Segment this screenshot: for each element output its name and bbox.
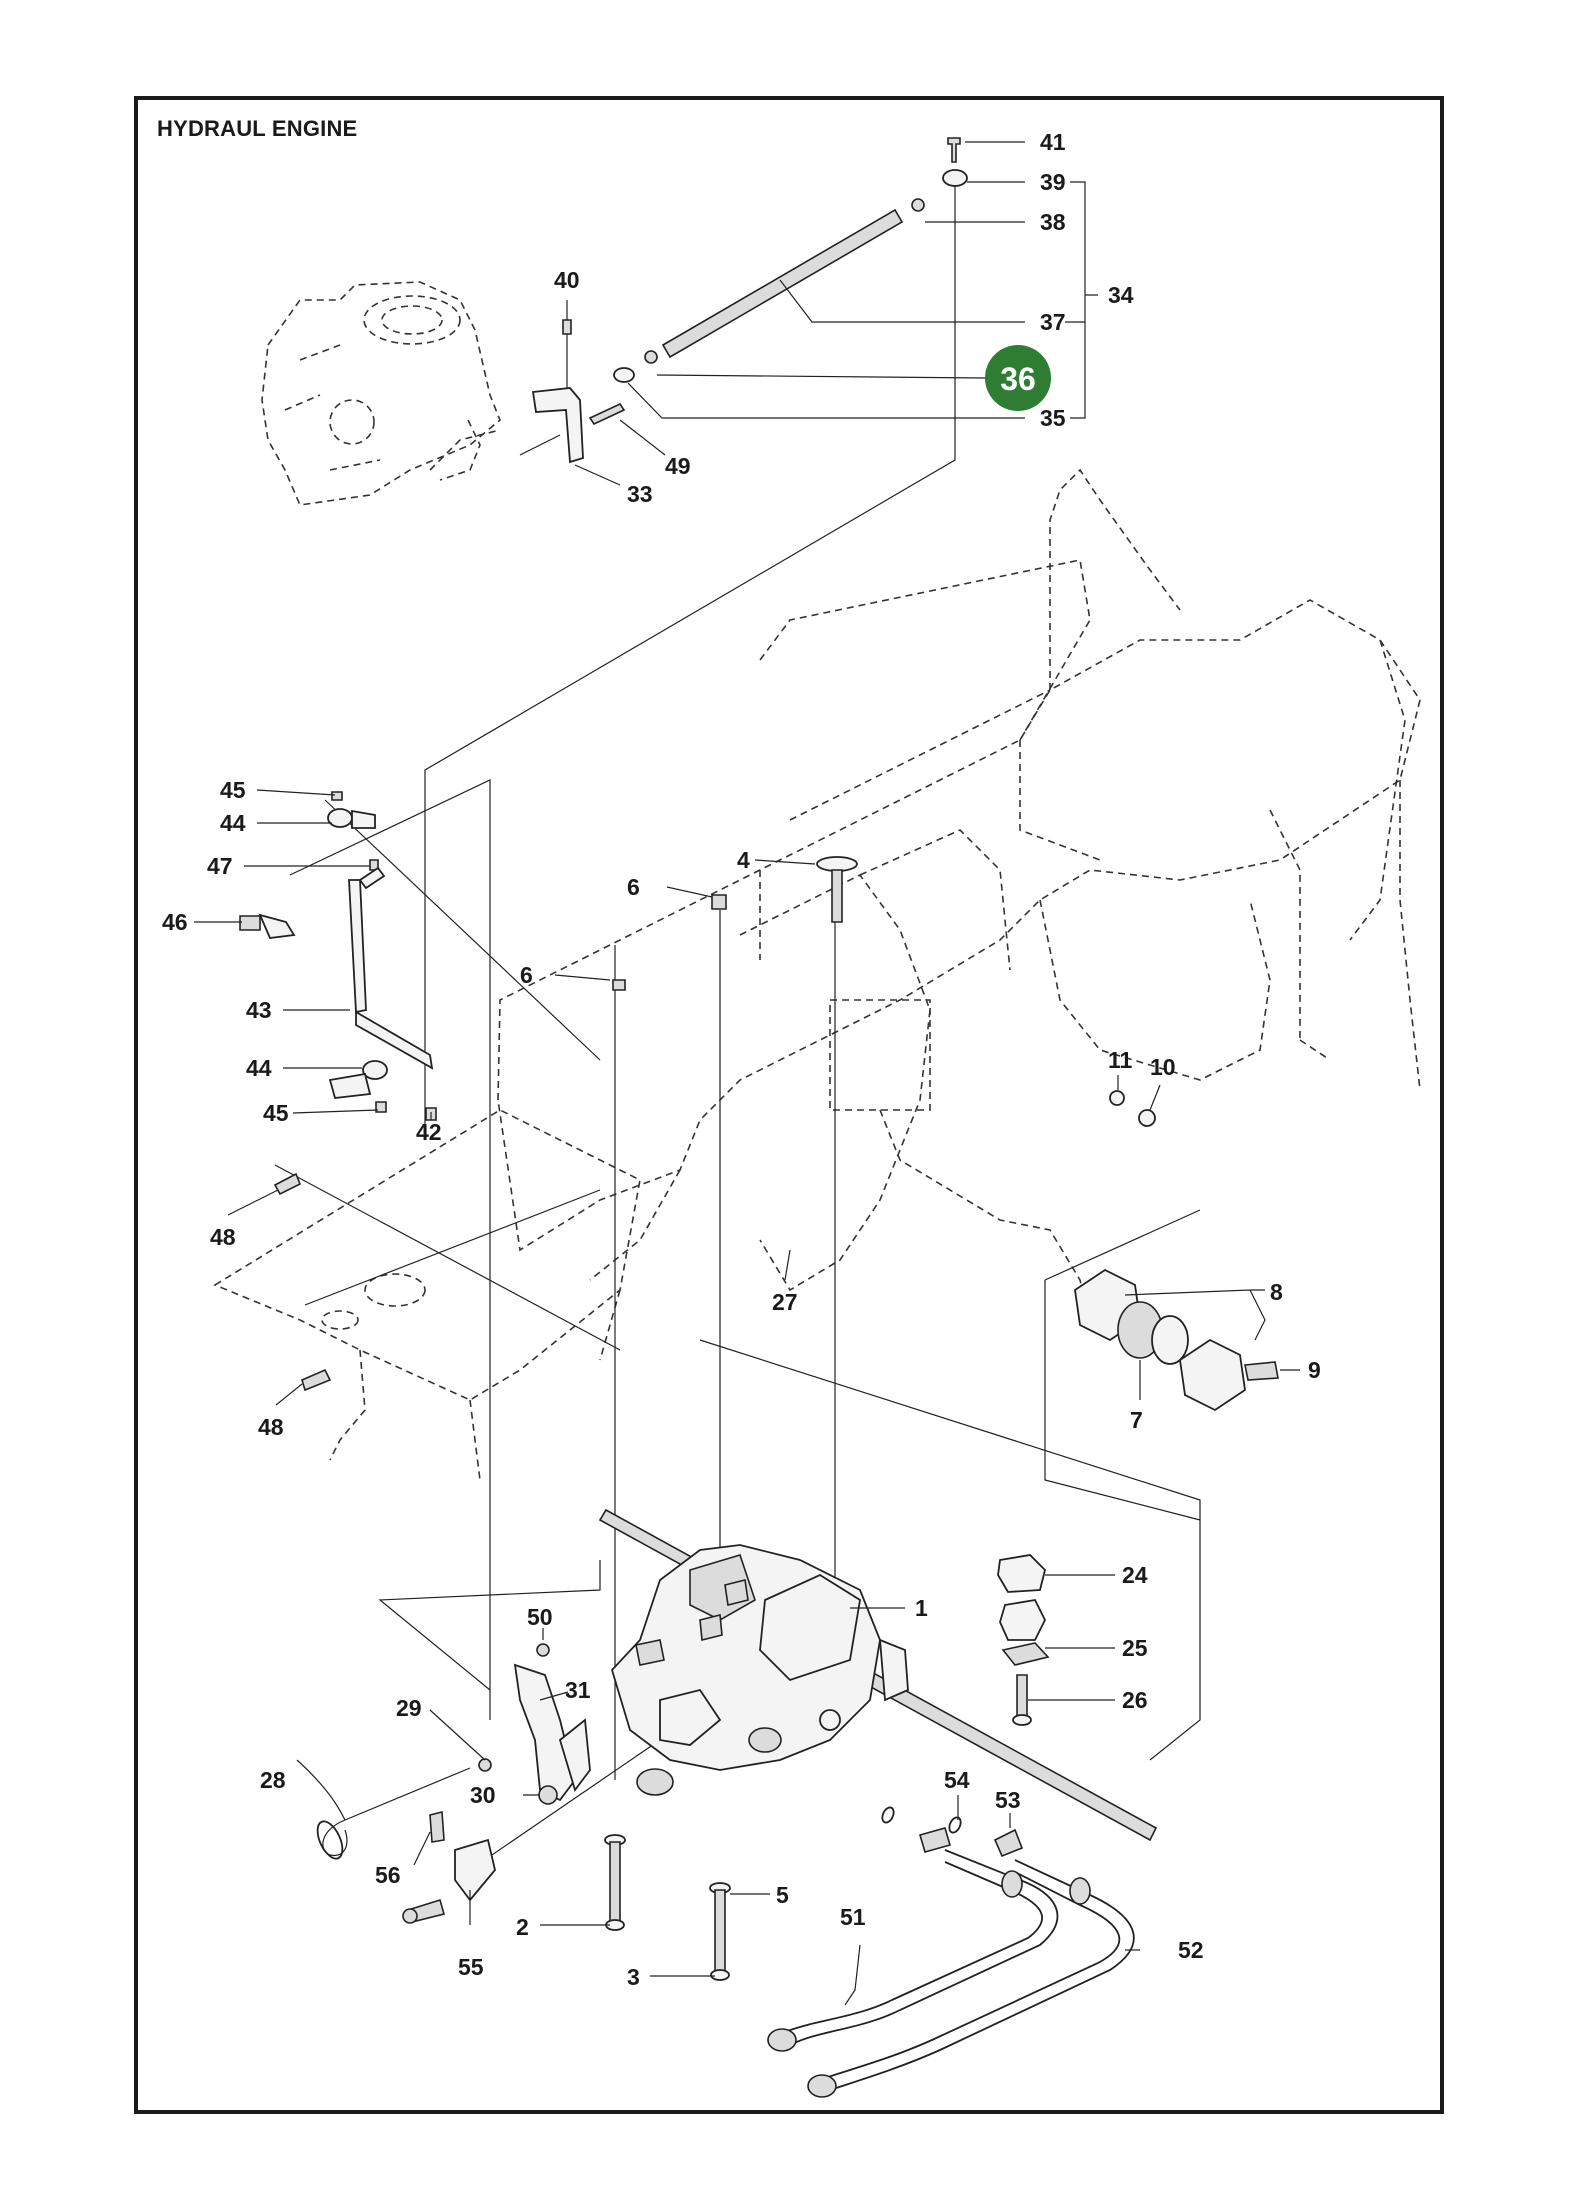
nut-38 [911,198,925,212]
callout-54: 54 [944,1767,970,1793]
callout-44-upper: 44 [220,810,246,836]
callout-53: 53 [995,1787,1021,1813]
axle-bracket-parts [997,1554,1050,1726]
callout-45-lower: 45 [263,1100,289,1126]
callout-37: 37 [1040,309,1066,335]
chassis-frame-outline [213,468,1421,1481]
callout-44-lower: 44 [246,1055,272,1081]
callout-6-lower: 6 [520,962,533,988]
callout-56: 56 [375,1862,401,1888]
callout-26: 26 [1122,1687,1148,1713]
callout-29: 29 [396,1695,422,1721]
callout-41: 41 [1040,129,1066,155]
callout-45-upper: 45 [220,777,246,803]
tie-rod-assembly [519,137,968,464]
callout-47: 47 [207,853,233,879]
ball-joint-35 [613,367,635,383]
callout-34: 34 [1108,282,1134,308]
highlight-badge[interactable] [985,345,1051,411]
callout-28: 28 [260,1767,286,1793]
mounting-bolts [604,1834,731,1981]
callout-6-upper: 6 [627,874,640,900]
callout-43: 43 [246,997,272,1023]
highlight-label: 36 [1000,361,1036,397]
hydraulic-hoses [767,1806,1135,2098]
callout-40: 40 [554,267,580,293]
nut-36 [644,350,658,364]
bolt-49 [588,402,626,426]
callout-48-upper: 48 [210,1224,236,1250]
callout-10: 10 [1150,1054,1176,1080]
callout-5: 5 [776,1882,789,1908]
linkage-left [239,791,858,1392]
bolt-41 [947,137,961,163]
diagram-frame [134,96,1444,2114]
callout-51: 51 [840,1904,866,1930]
callout-48-lower: 48 [258,1414,284,1440]
callout-55: 55 [458,1954,484,1980]
callout-31: 31 [565,1677,591,1703]
callout-1: 1 [915,1595,928,1621]
callout-46: 46 [162,909,188,935]
callout-24: 24 [1122,1562,1148,1588]
callout-39: 39 [1040,169,1066,195]
callout-7: 7 [1130,1407,1143,1433]
callout-50: 50 [527,1604,553,1630]
callout-38: 38 [1040,209,1066,235]
callout-2: 2 [516,1914,529,1940]
diagram-title: HYDRAUL ENGINE [157,116,358,141]
callout-35: 35 [1040,405,1066,431]
transaxle-unit [598,1508,1158,1842]
engine-outline [261,281,501,506]
highlighted-part-callout[interactable]: 36 [985,345,1051,411]
flange-assembly [1074,1090,1279,1412]
callout-11: 11 [1108,1047,1133,1073]
control-lever-parts [316,1643,591,1924]
callout-52: 52 [1178,1937,1204,1963]
callout-3: 3 [627,1964,640,1990]
bracket-33 [531,387,584,464]
callout-4: 4 [737,847,750,873]
callout-49: 49 [665,453,691,479]
callout-33: 33 [627,481,653,507]
callout-labels: 41 39 38 37 35 34 40 33 49 45 44 47 46 4… [162,129,1321,1990]
ball-joint-39 [942,169,968,187]
callout-8: 8 [1270,1279,1283,1305]
reference-lines [274,185,1201,1871]
callout-25: 25 [1122,1635,1148,1661]
callout-9: 9 [1308,1357,1321,1383]
bolt-40 [562,319,572,335]
callout-leaders [194,141,1300,2006]
callout-27: 27 [772,1289,798,1315]
callout-30: 30 [470,1782,496,1808]
callout-42: 42 [416,1119,442,1145]
